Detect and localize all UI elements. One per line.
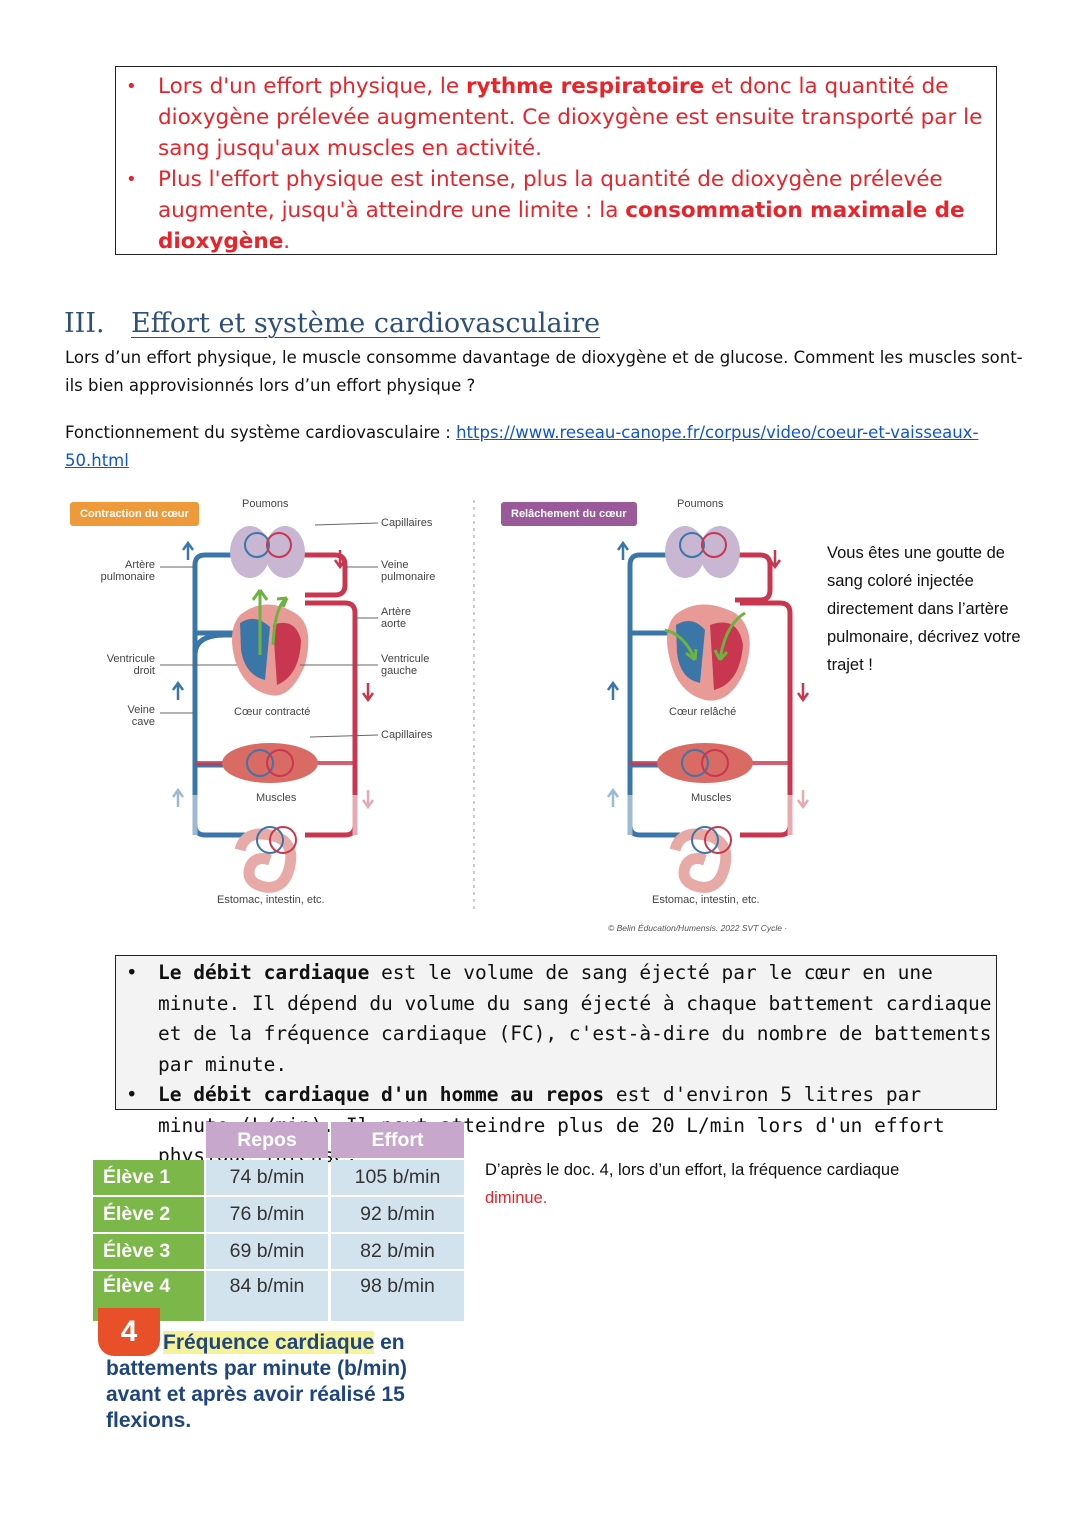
- label-muscles-left: Muscles: [256, 792, 297, 804]
- left-circuit: [160, 522, 379, 893]
- table-cell: 98 b/min: [331, 1271, 464, 1321]
- side-question: Vous êtes une goutte de sang coloré inje…: [827, 544, 1021, 674]
- section-title: Effort et système cardiovasculaire: [131, 308, 601, 339]
- table-row-label: Élève 3: [93, 1234, 204, 1269]
- bullet-max-oxygen: Plus l'effort physique est intense, plus…: [116, 164, 996, 257]
- document-number-badge: 4: [98, 1308, 160, 1356]
- section-intro: Lors d’un effort physique, le muscle con…: [65, 348, 1023, 395]
- label-coeur-relache: Cœur relâché: [669, 706, 737, 718]
- bullet-respiratory-rhythm: Lors d'un effort physique, le rythme res…: [116, 71, 996, 164]
- table-cell: 69 b/min: [206, 1234, 328, 1269]
- video-link[interactable]: https://www.reseau-canope.fr/corpus/vide…: [65, 423, 979, 470]
- table-cell: 82 b/min: [331, 1234, 464, 1269]
- table-cell: 92 b/min: [331, 1197, 464, 1232]
- relaxation-tag: Relâchement du cœur: [501, 502, 637, 526]
- table-cell: 105 b/min: [331, 1160, 464, 1195]
- label-coeur-contracte: Cœur contracté: [234, 706, 311, 718]
- table-cell: 84 b/min: [206, 1271, 328, 1321]
- section-number: III.: [64, 308, 105, 339]
- cardiac-output-box: Le débit cardiaque est le volume de sang…: [115, 955, 997, 1167]
- label-capillaires-top: Capillaires: [381, 517, 433, 529]
- table-header-repos: Repos: [206, 1122, 328, 1158]
- cardiovascular-diagram: Contraction du cœur Relâchement du cœur: [65, 495, 825, 940]
- table-cell: 74 b/min: [206, 1160, 328, 1195]
- student-answer: D’après le doc. 4, lors d’un effort, la …: [485, 1156, 1005, 1212]
- label-estomac-right: Estomac, intestin, etc.: [652, 894, 760, 906]
- circulation-illustration: [160, 500, 810, 910]
- label-estomac-left: Estomac, intestin, etc.: [217, 894, 325, 906]
- table-cell: 76 b/min: [206, 1197, 328, 1232]
- answer-word: diminue.: [485, 1189, 548, 1207]
- label-capillaires-bottom: Capillaires: [381, 729, 433, 741]
- label-muscles-right: Muscles: [691, 792, 732, 804]
- heart-rate-table: Repos Effort Élève 1 74 b/min 105 b/min …: [93, 1122, 465, 1322]
- table-row-label: Élève 1: [93, 1160, 204, 1195]
- label-poumons-left: Poumons: [242, 498, 289, 510]
- caption-text: Fréquence cardiaque en battements par mi…: [106, 1331, 408, 1432]
- label-poumons-right: Poumons: [677, 498, 724, 510]
- table-row-label: Élève 2: [93, 1197, 204, 1232]
- contraction-tag: Contraction du cœur: [70, 502, 199, 526]
- bullet-cardiac-output-definition: Le débit cardiaque est le volume de sang…: [116, 958, 996, 1080]
- document-4-caption: Fréquence cardiaque en battements par mi…: [98, 1308, 478, 1438]
- table-header-effort: Effort: [331, 1122, 464, 1158]
- video-reference: Fonctionnement du système cardiovasculai…: [65, 423, 979, 470]
- right-circuit: [606, 526, 810, 893]
- image-credit: © Belin Éducation/Humensis. 2022 SVT Cyc…: [608, 923, 788, 933]
- oxygen-summary-box: Lors d'un effort physique, le rythme res…: [115, 66, 997, 255]
